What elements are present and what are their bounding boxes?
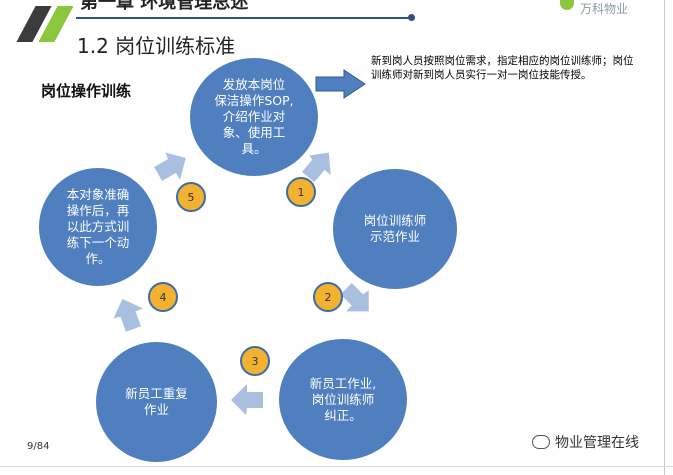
frame-border-bottom — [0, 466, 673, 467]
node-left-line-3: 以此方式训 — [66, 219, 130, 234]
cycle-node-bottom-left: 新员工重复 作业 — [96, 342, 217, 462]
section-title: 1.2 岗位训练标准 — [77, 34, 236, 58]
node-top-line-1: 发放本岗位 — [222, 77, 286, 92]
node-left-line-2: 操作后，再 — [66, 203, 130, 218]
watermark: 物业管理在线 — [532, 432, 639, 452]
wechat-icon — [532, 435, 550, 449]
step-badge-2: 2 — [313, 282, 343, 312]
brand-name: 万科物业 — [580, 2, 629, 16]
node-left-line-4: 练下一个动 — [66, 235, 130, 250]
step-arrow-3 — [231, 384, 263, 415]
step-arrow-5 — [154, 152, 186, 181]
note-line-1: 新到岗人员按照岗位需求，指定相应的岗位训练师；岗位 — [371, 55, 634, 67]
note-line-2: 训练师对新到岗人员实行一对一岗位技能传授。 — [371, 69, 592, 81]
cycle-node-left: 本对象准确 操作后，再 以此方式训 练下一个动 作。 — [39, 168, 157, 286]
step-badge-4: 4 — [148, 282, 178, 312]
callout-arrow — [315, 69, 366, 99]
node-top-line-5: 具。 — [241, 141, 267, 156]
node-bottom-right-line-2: 岗位训练师 — [311, 391, 375, 407]
step-badge-3: 3 — [240, 346, 270, 376]
cycle-node-top: 发放本岗位 保洁操作SOP, 介绍作业对 象、使用工 具。 — [190, 58, 318, 176]
watermark-text: 物业管理在线 — [555, 435, 639, 451]
title-underline — [76, 17, 412, 19]
step-arrow-2 — [340, 283, 369, 312]
node-left-line-5: 作。 — [85, 251, 111, 266]
page-number: 9/84 — [27, 441, 50, 452]
node-bottom-left-line-2: 作业 — [143, 402, 169, 417]
chapter-title: 第一章 环境管理总述 — [80, 0, 249, 13]
step-arrow-1 — [302, 152, 331, 183]
node-bottom-right-line-3: 纠正。 — [324, 407, 362, 423]
brand-logo-icon — [560, 0, 574, 10]
frame-border-right — [664, 0, 665, 475]
cycle-node-right: 岗位训练师 示范作业 — [333, 169, 457, 289]
node-top-line-2: 保洁操作SOP, — [214, 93, 294, 108]
step-badge-5: 5 — [176, 182, 206, 212]
note-text: 新到岗人员按照岗位需求，指定相应的岗位训练师；岗位 训练师对新到岗人员实行一对一… — [371, 54, 661, 82]
brand-logo: 万科物业 — [560, 0, 660, 18]
node-top-line-3: 介绍作业对 — [222, 109, 286, 124]
node-bottom-left-line-1: 新员工重复 — [125, 386, 188, 401]
step-arrow-4 — [113, 298, 144, 332]
node-right-line-1: 岗位训练师 — [363, 213, 427, 228]
node-top-line-4: 象、使用工 — [222, 125, 286, 140]
node-left-line-1: 本对象准确 — [66, 187, 130, 202]
node-bottom-right-line-1: 新员工作业, — [309, 375, 377, 391]
title-underline-dot — [408, 14, 415, 21]
step-badge-1: 1 — [286, 177, 316, 207]
cycle-node-bottom-right: 新员工作业, 岗位训练师 纠正。 — [279, 339, 407, 460]
topic-label: 岗位操作训练 — [41, 82, 132, 100]
node-right-line-2: 示范作业 — [369, 229, 420, 244]
